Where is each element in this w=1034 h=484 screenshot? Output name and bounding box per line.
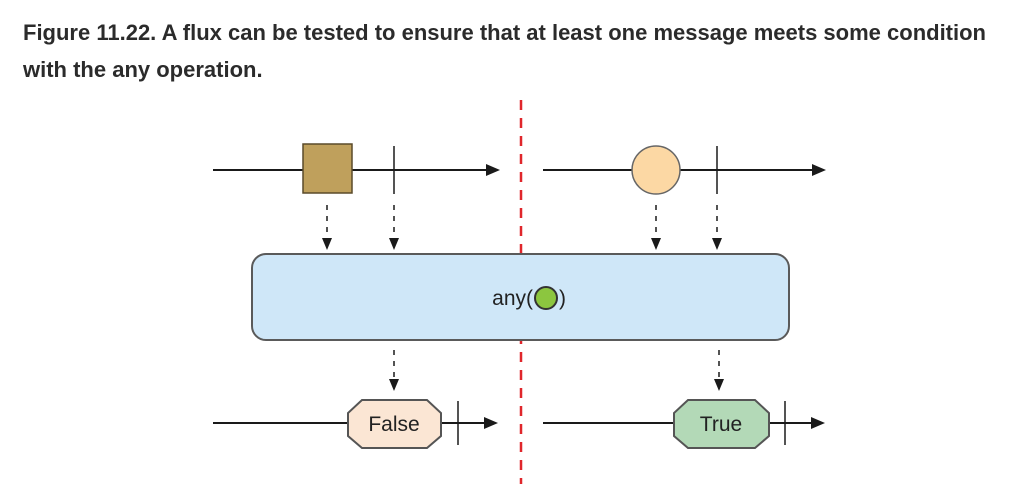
false-result-label: False [368,413,419,436]
left-input-timeline [213,143,500,194]
right-output-timeline: True [543,399,825,449]
predicate-dot-icon [534,286,558,310]
input-arrows [322,205,722,250]
false-octagon-icon [347,399,442,449]
output-arrows [389,350,724,391]
left-output-timeline: False [213,399,498,449]
true-result-label: True [700,413,742,436]
operator-prefix: any( [492,287,533,310]
figure-caption: Figure 11.22. A flux can be tested to en… [23,20,986,82]
true-octagon-icon [673,399,770,449]
operator-suffix: ) [559,287,566,310]
circle-marble-icon [631,145,681,195]
right-input-timeline [543,145,826,195]
square-marble-icon [302,143,353,194]
operator-box: any( ) [251,253,790,341]
